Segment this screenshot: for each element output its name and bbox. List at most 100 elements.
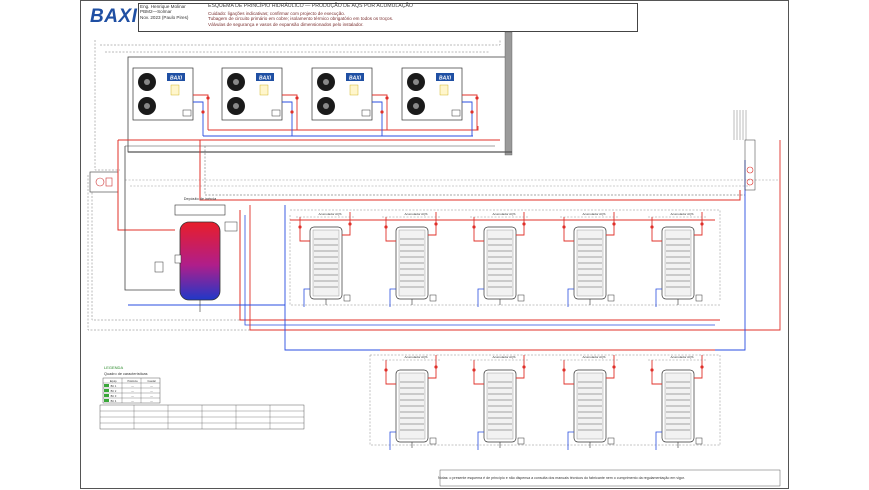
legend-swatch <box>104 399 109 402</box>
valve-icon <box>650 225 654 229</box>
row1-frame-2 <box>289 215 720 306</box>
dhw-hot-in <box>563 360 574 385</box>
legend-cell: BC 1 <box>111 384 117 388</box>
legend-swatch <box>104 394 109 397</box>
heat-pump-unit: BAXI <box>221 67 299 136</box>
baxi-logo: BAXI <box>90 6 138 27</box>
dhw-hot-in <box>563 217 574 242</box>
legend-col-header: Potência <box>127 379 138 383</box>
dhw-cold-in <box>655 431 662 450</box>
heat-pump-unit: BAXI <box>132 67 210 136</box>
brand-badge-text: BAXI <box>259 76 272 82</box>
fan-hub <box>323 103 329 109</box>
controller-display <box>105 177 113 187</box>
pump-icon <box>607 294 615 302</box>
dhw-hot-in <box>651 217 662 242</box>
legend-cell: — <box>131 400 134 403</box>
row2-frame-2 <box>369 355 720 446</box>
controller-dial <box>95 177 105 187</box>
hp-flow-pipe <box>462 94 478 130</box>
dhw-hot-out <box>516 212 525 236</box>
control-wire-bottom-2 <box>91 182 280 321</box>
valve-icon <box>380 110 384 114</box>
valve-icon <box>700 222 704 226</box>
secondary-flow-main <box>199 140 741 201</box>
pump-icon <box>154 261 164 273</box>
dhw-tank-unit: Acumulador AQS <box>470 212 528 307</box>
fan-hub <box>323 79 329 85</box>
title-block-left: Eng. Henrique Molinar PBM2—Solmar Nov. 2… <box>140 4 204 20</box>
valve-icon <box>470 110 474 114</box>
dhw-tank-label: Acumulador AQS <box>670 355 693 359</box>
pump-icon <box>695 294 703 302</box>
valve-icon <box>562 368 566 372</box>
dhw-cold-in <box>389 431 396 450</box>
dhw-hot-out <box>694 355 703 379</box>
dhw-tank-unit: Acumulador AQS <box>648 355 706 450</box>
drawing-title: ESQUEMA DE PRINCÍPIO HIDRÁULICO — PRODUÇ… <box>208 3 413 9</box>
dhw-tank-unit: Acumulador AQS <box>560 355 618 450</box>
title-notes: Cuidado: ligações indicativas; confirmar… <box>208 11 393 27</box>
valve-icon <box>201 110 205 114</box>
valve-icon <box>562 225 566 229</box>
hp-flow-pipe <box>282 94 298 130</box>
dhw-cold-in <box>303 288 310 307</box>
valve-icon <box>384 225 388 229</box>
legend-cell: — <box>131 395 134 398</box>
valve-icon <box>295 96 299 100</box>
dhw-tank-unit: Acumulador AQS <box>382 355 440 450</box>
wall-hatch <box>504 31 513 156</box>
dhw-tank-unit: Acumulador AQS <box>648 212 706 307</box>
valve-icon <box>385 96 389 100</box>
table-frame <box>102 377 161 404</box>
legend-swatch <box>104 389 109 392</box>
dhw-tank-unit: Acumulador AQS <box>296 212 354 307</box>
title-block <box>138 3 638 32</box>
fan-hub <box>413 79 419 85</box>
manifold <box>744 139 756 191</box>
fan-hub <box>144 79 150 85</box>
dhw-hot-in <box>385 360 396 385</box>
hp-flow-pipe <box>372 94 388 130</box>
valve-icon <box>475 96 479 100</box>
brand-badge <box>167 73 185 81</box>
hp-return-pipe <box>193 101 204 136</box>
valve-icon <box>384 368 388 372</box>
lower-return-main <box>244 215 715 326</box>
pump-icon <box>343 294 351 302</box>
expansion-vessel <box>224 221 238 232</box>
legend-cell: — <box>150 400 153 403</box>
dhw-tank-unit: Acumulador AQS <box>382 212 440 307</box>
valve-icon <box>434 365 438 369</box>
valve-icon <box>700 365 704 369</box>
buffer-sensor <box>174 254 182 264</box>
dhw-hot-in <box>473 360 484 385</box>
dhw-tank-label: Acumulador AQS <box>404 355 427 359</box>
hp-flow-collector <box>208 126 479 131</box>
pump-icon <box>517 294 525 302</box>
dhw-cold-in <box>655 288 662 307</box>
control-wire-frame <box>94 40 120 171</box>
hp-return-pipe <box>372 101 383 136</box>
legend-cell: — <box>131 385 134 388</box>
pump-icon <box>182 109 192 117</box>
dhw-tank-label: Acumulador AQS <box>492 355 515 359</box>
note-line-3: Válvulas de segurança e vasos de expansã… <box>208 21 364 27</box>
pump-icon <box>451 109 461 117</box>
brand-badge <box>256 73 274 81</box>
dhw-hot-out <box>606 355 615 379</box>
pump-icon <box>607 437 615 445</box>
pump-icon <box>429 437 437 445</box>
fan-hub <box>413 103 419 109</box>
pump-icon <box>361 109 371 117</box>
label-plate <box>259 84 269 96</box>
valve-icon <box>650 368 654 372</box>
dhw-cold-in <box>477 431 484 450</box>
legend-cell: BC 2 <box>111 389 117 393</box>
legend-col-header: Equip. <box>110 379 118 383</box>
dhw-hot-in <box>299 217 310 242</box>
dhw-hot-out <box>606 212 615 236</box>
table-frame <box>439 469 781 487</box>
row2-frame <box>370 354 721 445</box>
